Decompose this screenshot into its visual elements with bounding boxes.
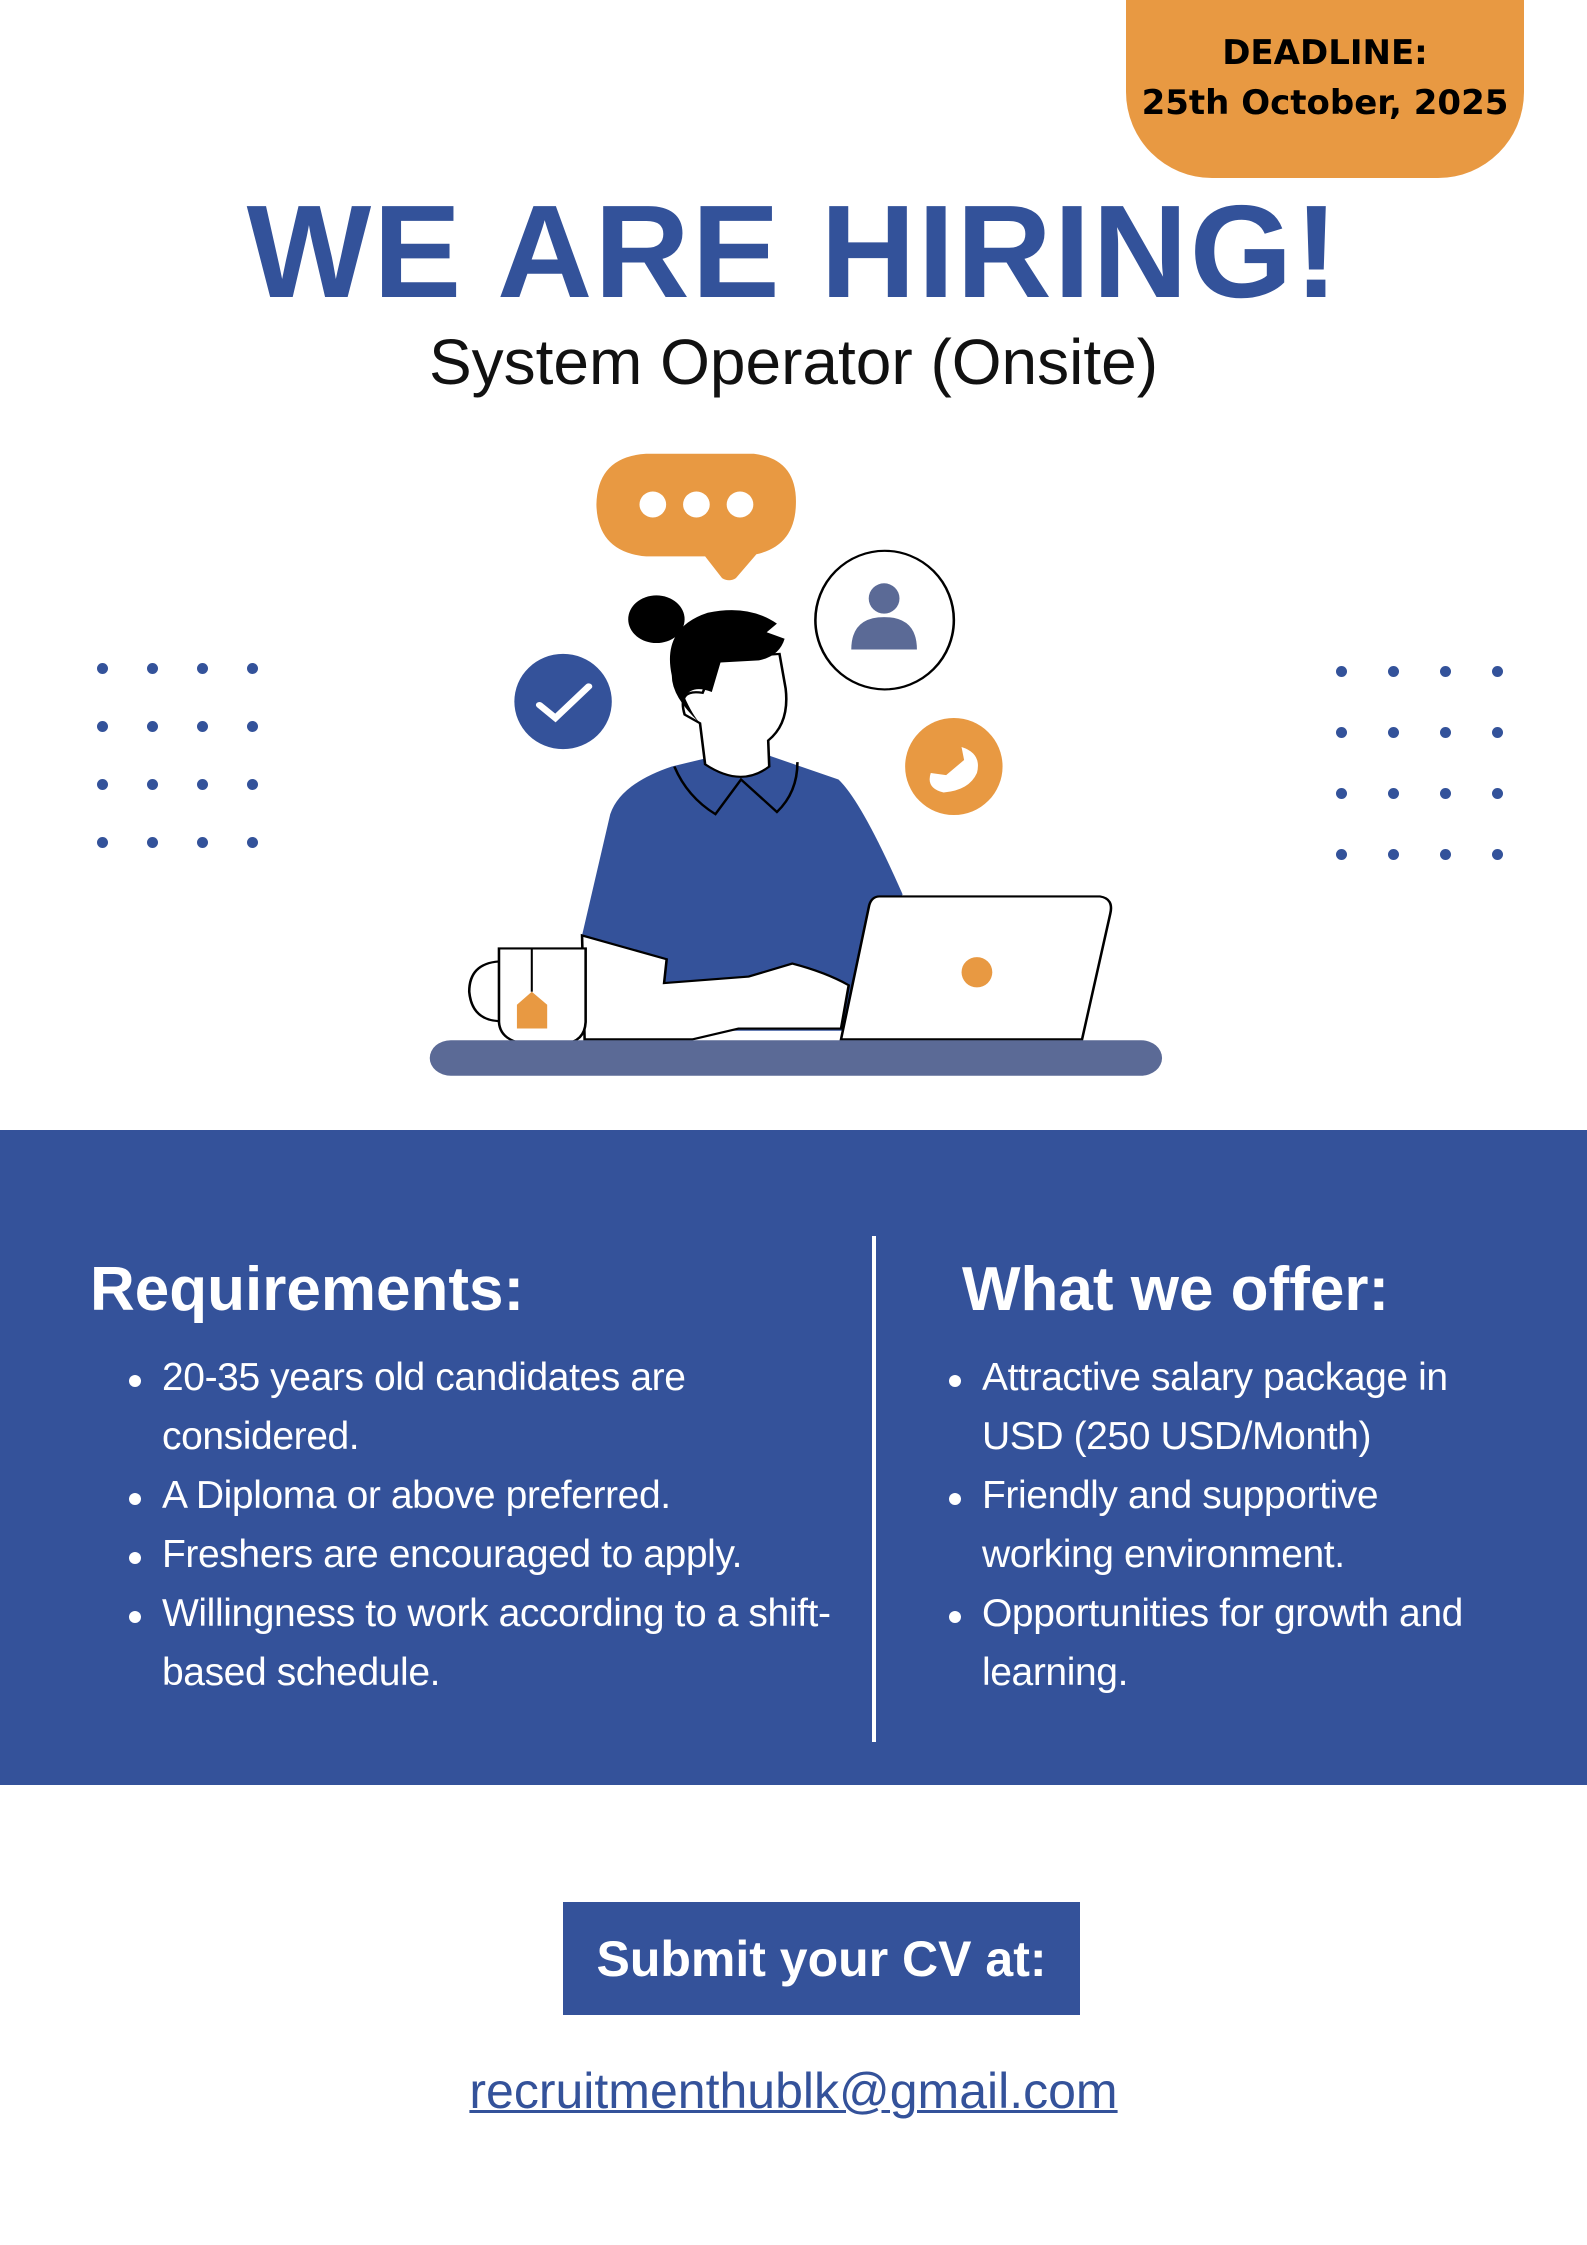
job-title: System Operator (Onsite) — [428, 326, 1159, 398]
chat-bubble-icon — [596, 453, 796, 581]
list-item: Friendly and supportive working environm… — [949, 1466, 1512, 1584]
phone-icon — [905, 717, 1003, 816]
hiring-illustration — [429, 453, 1163, 1076]
details-section: Requirements: 20-35 years old candidates… — [0, 1130, 1587, 1785]
check-icon — [514, 653, 612, 750]
submit-cv-button[interactable]: Submit your CV at: — [563, 1902, 1080, 2015]
list-item: 20-35 years old candidates are considere… — [129, 1348, 842, 1466]
email-container: recruitmenthublk@gmail.com — [0, 2060, 1587, 2122]
offer-heading: What we offer: — [962, 1255, 1390, 1324]
list-item: A Diploma or above preferred. — [129, 1466, 842, 1525]
list-item: Opportunities for growth and learning. — [949, 1584, 1512, 1702]
desk — [429, 1040, 1163, 1076]
dot-pattern-right — [1336, 666, 1504, 861]
requirements-column: Requirements: 20-35 years old candidates… — [90, 1250, 842, 1702]
email-link[interactable]: recruitmenthublk@gmail.com — [469, 2063, 1118, 2119]
page-title: WE ARE HIRING! — [246, 178, 1341, 325]
requirements-heading: Requirements: — [90, 1255, 525, 1324]
user-icon — [814, 549, 956, 691]
laptop-icon — [839, 895, 1113, 1041]
list-item: Willingness to work according to a shift… — [129, 1584, 842, 1702]
dot-pattern-left — [97, 663, 259, 849]
requirements-list: 20-35 years old candidates are considere… — [129, 1348, 842, 1702]
mug-icon — [467, 947, 587, 1045]
offer-list: Attractive salary package in USD (250 US… — [949, 1348, 1512, 1702]
offer-column: What we offer: Attractive salary package… — [949, 1250, 1512, 1702]
person — [580, 595, 903, 1041]
list-item: Attractive salary package in USD (250 US… — [949, 1348, 1512, 1466]
column-divider — [872, 1236, 876, 1742]
deadline-date: 25th October, 2025 — [1141, 83, 1509, 123]
deadline-label: DEADLINE: — [1222, 33, 1428, 73]
deadline-badge: DEADLINE: 25th October, 2025 — [1126, 0, 1524, 178]
list-item: Freshers are encouraged to apply. — [129, 1525, 842, 1584]
